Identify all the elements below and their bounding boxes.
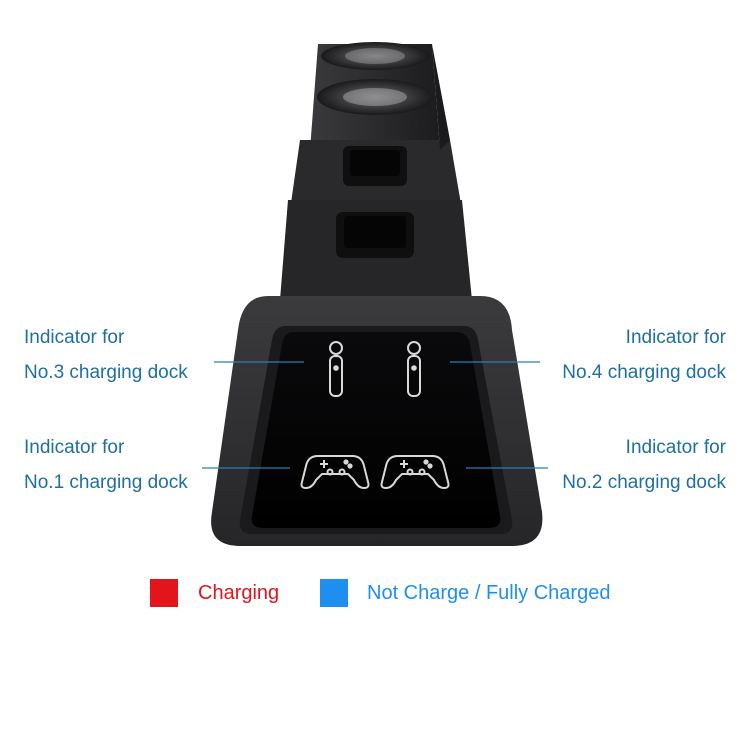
move-controller-icon [407, 341, 421, 397]
indicator-label-no2: Indicator for No.2 charging dock [562, 430, 726, 500]
move-controller-cup-back [321, 42, 429, 70]
leader-lines [202, 361, 548, 469]
indicator-label-no3: Indicator for No.3 charging dock [24, 320, 188, 390]
indicator-label-line: Indicator for [625, 327, 726, 348]
move-controller-icon [329, 341, 343, 397]
indicator-label-line: No.2 charging dock [562, 472, 726, 493]
legend-label-not-charging: Not Charge / Fully Charged [367, 582, 611, 604]
legend-swatch-charging [150, 579, 178, 607]
dock-tower [280, 44, 472, 300]
indicator-label-no4: Indicator for No.4 charging dock [562, 320, 726, 390]
gamepad-slot-front [336, 212, 414, 258]
indicator-label-line: Indicator for [24, 437, 125, 458]
indicator-label-line: Indicator for [24, 327, 125, 348]
gamepad-icon [380, 455, 450, 490]
indicator-panel [251, 332, 501, 528]
move-controller-cup-front [317, 79, 433, 115]
legend-label-charging: Charging [198, 582, 280, 604]
indicator-label-line: No.3 charging dock [24, 362, 188, 383]
gamepad-slot-back [343, 146, 407, 186]
indicator-label-line: No.1 charging dock [24, 472, 188, 493]
indicator-label-no1: Indicator for No.1 charging dock [24, 430, 188, 500]
indicator-label-line: No.4 charging dock [562, 362, 726, 383]
indicator-label-line: Indicator for [625, 437, 726, 458]
legend-swatch-not-charging [320, 579, 348, 607]
gamepad-icon [300, 455, 370, 490]
